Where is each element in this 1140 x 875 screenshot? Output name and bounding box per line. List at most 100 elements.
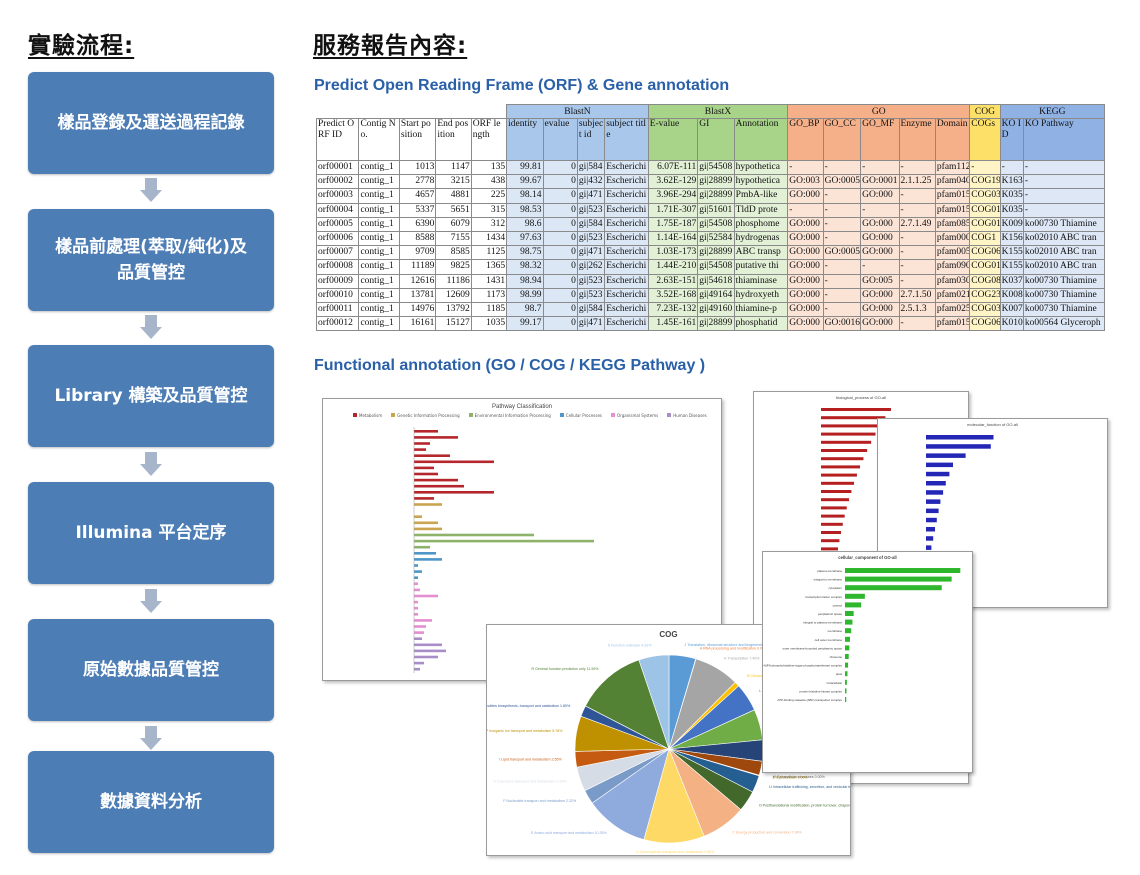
table-cell: COG03 — [969, 301, 1001, 318]
go-cc-bar-label: integral to plasma membrane — [803, 621, 842, 625]
go-bp-bar — [821, 539, 840, 543]
table-cell: 98.32 — [506, 259, 544, 275]
table-cell: contig_1 — [358, 202, 400, 218]
table-cell: orf00007 — [315, 245, 360, 261]
table-cell: - — [822, 259, 862, 275]
legend-item: Environmental Information Processing — [468, 413, 551, 418]
table-cell: contig_1 — [358, 174, 400, 190]
table-cell: 3.52E-168 — [647, 287, 699, 303]
go-cc-bar — [845, 611, 854, 616]
legend-swatch — [559, 413, 564, 417]
table-cell: - — [822, 301, 862, 318]
table-cell: thiaminase — [733, 273, 789, 289]
table-cell: gi|584 — [576, 216, 606, 232]
table-cell: Escherichi — [604, 202, 649, 218]
table-cell: - — [969, 159, 1001, 176]
table-cell: 3.62E-129 — [647, 174, 699, 190]
table-cell: gi|54508 — [697, 159, 735, 176]
go-mf-bar — [926, 499, 941, 504]
table-cell: hypothetica — [733, 159, 789, 176]
legend-swatch — [667, 413, 672, 417]
table-cell: - — [898, 245, 936, 261]
pathway-bar — [414, 448, 426, 451]
table-cell: GO:000 — [860, 230, 900, 247]
pathway-bar — [414, 478, 458, 482]
table-cell: 1.71E-307 — [647, 202, 699, 218]
table-cell: - — [822, 230, 862, 247]
table-cell: PmbA-like — [733, 188, 789, 204]
pathway-panel-title: Pathway Classification — [491, 404, 553, 410]
table-cell: K156 — [999, 230, 1024, 247]
flow-step-illumina-sequencing: Illumina 平台定序 — [28, 482, 274, 584]
go-cc-bar-label: protein histidine kinase complex — [799, 689, 842, 693]
table-cell: orf00003 — [315, 188, 360, 204]
go-cc-bar — [845, 619, 853, 625]
table-cell: ko00730 Thiamine — [1022, 216, 1106, 232]
table-cell: ko02010 ABC tran — [1022, 245, 1106, 261]
table-cell: - — [822, 159, 862, 176]
cog-slice-label: G Carbohydrate transport and metabolism … — [636, 850, 715, 854]
pathway-bar — [414, 625, 426, 628]
table-cell: orf00009 — [315, 273, 360, 289]
table-cell: K009 — [999, 216, 1024, 232]
table-cell: 1147 — [435, 159, 472, 176]
legend-item: Genetic Information Processing — [391, 413, 460, 418]
table-cell: 14976 — [398, 301, 437, 318]
go-cc-bar-label: cytosol — [833, 603, 843, 607]
table-cell: GO:003 — [787, 174, 824, 190]
table-cell: 2.1.1.25 — [898, 174, 936, 190]
table-cell: 98.99 — [506, 287, 544, 303]
table-cell: 1.75E-187 — [647, 216, 699, 232]
legend-swatch — [391, 413, 396, 417]
legend-item: Organismal Systems — [611, 413, 658, 418]
pathway-bar — [414, 570, 422, 573]
table-column-header: KO Pathway — [1022, 118, 1106, 161]
table-cell: 1.44E-210 — [647, 259, 699, 275]
table-cell: contig_1 — [358, 245, 400, 261]
pathway-bar — [414, 655, 438, 659]
table-cell: contig_1 — [358, 259, 400, 275]
table-cell: GO:000 — [787, 273, 824, 289]
table-cell: pfam015 — [934, 316, 971, 332]
table-cell: orf00004 — [315, 202, 360, 218]
pathway-bar — [414, 442, 430, 445]
table-column-header: Enzyme — [898, 118, 936, 161]
flow-step-library-construction: Library 構築及品質管控 — [28, 345, 274, 447]
table-cell: - — [822, 202, 862, 218]
table-cell: GO:000 — [860, 188, 900, 204]
go-cc-bar — [845, 576, 952, 582]
table-cell: ko00730 Thiamine — [1022, 287, 1106, 303]
go-bp-bar — [821, 424, 881, 428]
table-cell: GO:000 — [787, 216, 824, 232]
go-cc-bar-label: ribosome — [830, 655, 843, 659]
table-cell: - — [999, 159, 1024, 176]
table-cell: 97.63 — [506, 230, 544, 247]
go-mf-bar — [926, 435, 994, 440]
table-cell: contig_1 — [358, 287, 400, 303]
cog-slice-label: W Extracellular structures 0.00% — [773, 775, 826, 779]
table-cell: - — [860, 159, 900, 176]
table-cell: GO:0001 — [860, 174, 900, 190]
table-cell: pfam015 — [934, 188, 971, 204]
table-cell: 225 — [470, 188, 508, 204]
table-group-cog: COG — [969, 104, 1001, 119]
table-column-header: subject id — [576, 118, 606, 161]
table-cell: 1173 — [470, 287, 508, 303]
table-column-header: Annotation — [733, 118, 789, 161]
pathway-bar — [414, 491, 494, 494]
table-cell: orf00002 — [315, 174, 360, 190]
go-cc-bar — [845, 688, 847, 694]
table-cell: - — [1022, 202, 1106, 218]
pathway-bar — [414, 613, 418, 616]
table-cell: Escherichi — [604, 316, 649, 332]
table-cell: - — [898, 259, 936, 275]
go-cc-bar-label: integral to membrane — [814, 578, 843, 582]
table-cell: gi|523 — [576, 287, 606, 303]
table-cell: orf00010 — [315, 287, 360, 303]
table-cell: orf00001 — [315, 159, 360, 176]
table-cell: orf00012 — [315, 316, 360, 332]
